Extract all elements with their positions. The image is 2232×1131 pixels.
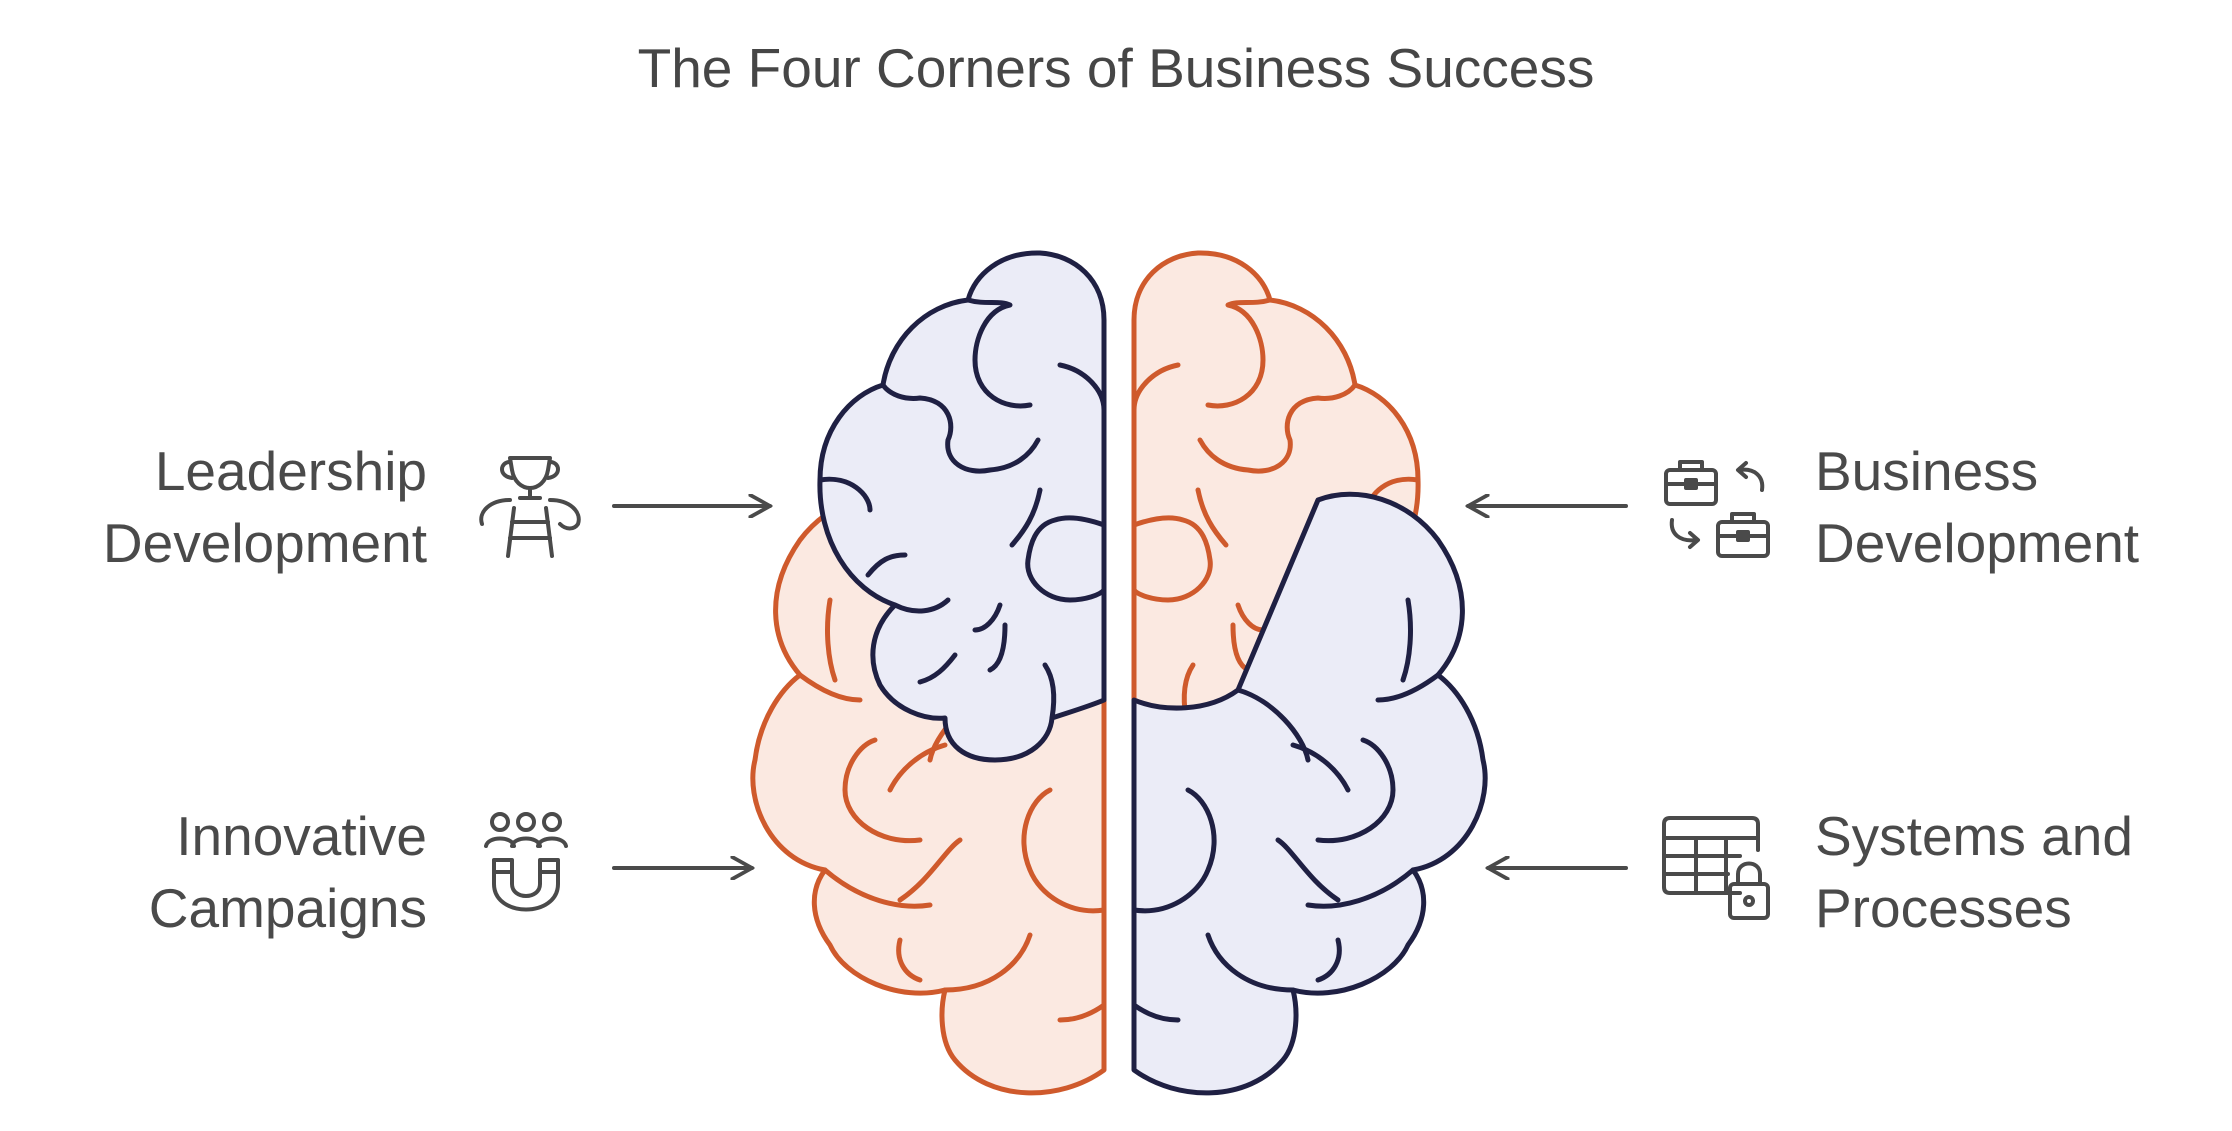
label-line-1: Innovative bbox=[176, 805, 427, 867]
label-line-2: Campaigns bbox=[148, 877, 427, 939]
label-line-1: Business bbox=[1815, 440, 2039, 502]
label-line-1: Systems and bbox=[1815, 805, 2133, 867]
label-line-2: Processes bbox=[1815, 877, 2072, 939]
label-innovative-campaigns: Innovative Campaigns bbox=[149, 800, 427, 944]
brain-lobe-upper-left bbox=[817, 250, 1107, 763]
label-systems-and-processes: Systems and Processes bbox=[1815, 800, 2133, 944]
brain bbox=[750, 250, 1488, 1096]
brain-lobe-lower-left bbox=[750, 491, 1107, 1096]
label-leadership-development: Leadership Development bbox=[103, 435, 427, 579]
trophy-ladder-icon bbox=[479, 456, 581, 558]
label-line-1: Leadership bbox=[154, 440, 427, 502]
briefcase-exchange-icon bbox=[1664, 460, 1770, 558]
label-line-2: Development bbox=[1815, 512, 2140, 574]
arrows bbox=[612, 506, 1628, 868]
diagram-title: The Four Corners of Business Success bbox=[637, 37, 1595, 99]
table-lock-icon bbox=[1662, 816, 1770, 920]
people-magnet-icon bbox=[484, 812, 568, 912]
brain-lobe-lower-right bbox=[1131, 491, 1488, 1096]
label-business-development: Business Development bbox=[1815, 435, 2139, 579]
label-line-2: Development bbox=[102, 512, 427, 574]
